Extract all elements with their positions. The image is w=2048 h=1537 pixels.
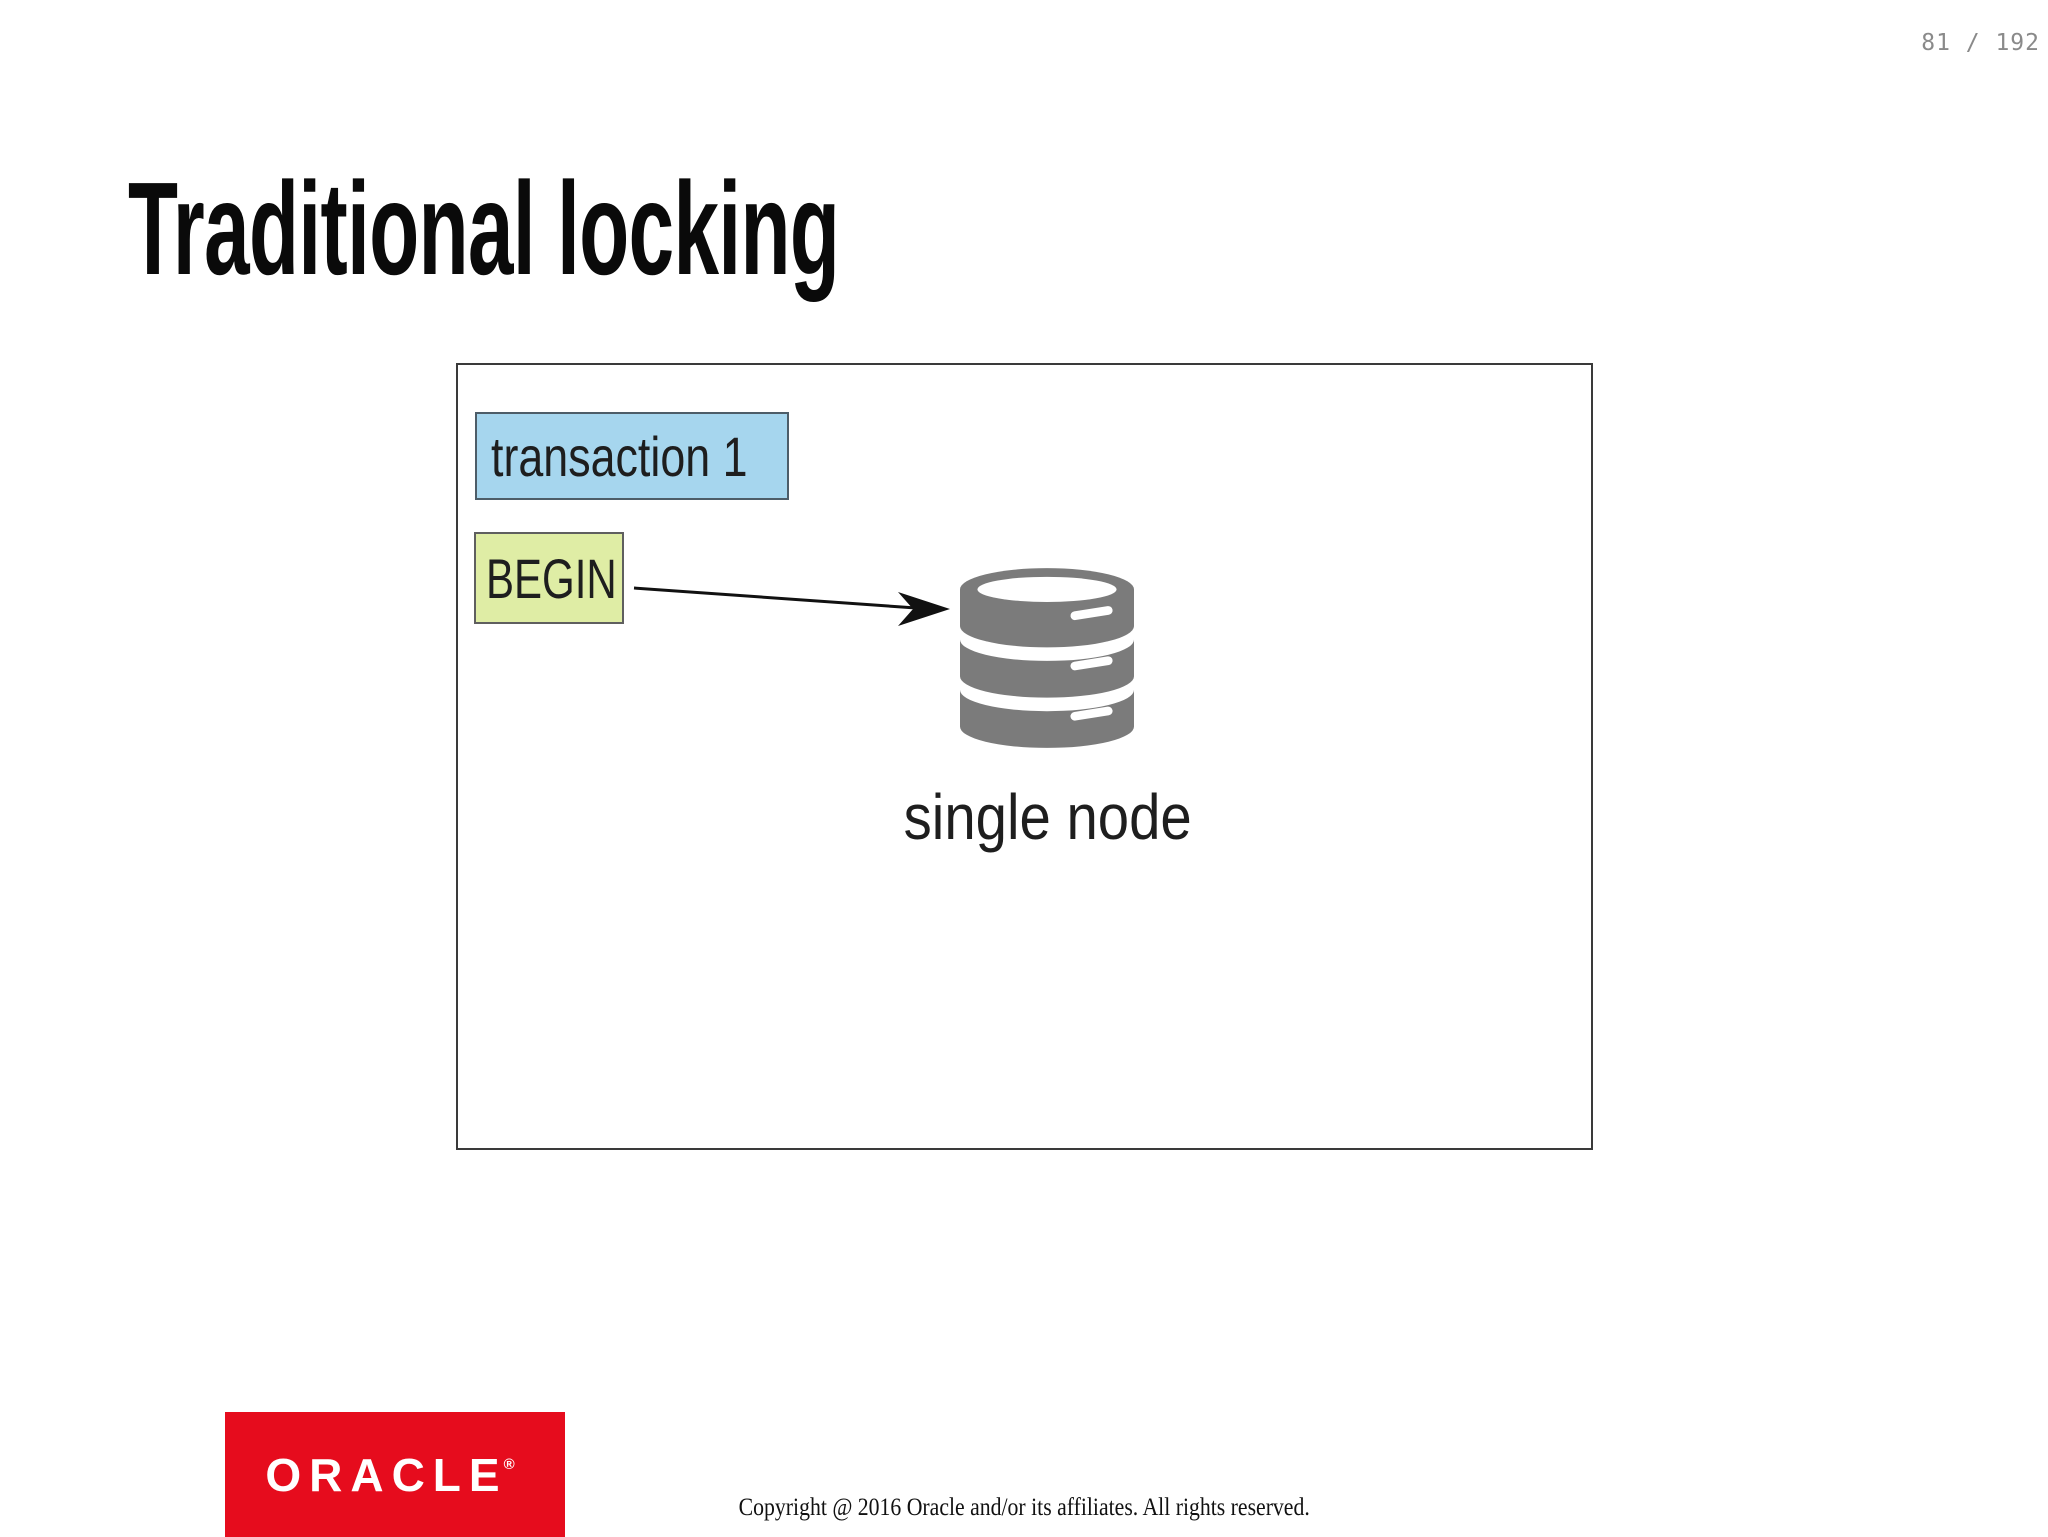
copyright-text: Copyright @ 2016 Oracle and/or its affil… <box>738 1494 1310 1521</box>
single-node-caption: single node <box>848 780 1248 854</box>
diagram-frame: transaction 1 BEGIN single node <box>456 363 1593 1150</box>
single-node-label: single node <box>903 781 1193 853</box>
transaction-1-box: transaction 1 <box>475 412 789 500</box>
registered-trademark-icon: ® <box>503 1455 515 1473</box>
oracle-wordmark: ORACLE® <box>265 1452 524 1498</box>
database-icon <box>960 568 1134 748</box>
transaction-1-label: transaction 1 <box>491 424 748 488</box>
arrow-right-icon <box>633 586 950 626</box>
slide-title: Traditional locking <box>128 155 840 302</box>
begin-label: BEGIN <box>486 546 617 610</box>
page-number: 81 / 192 <box>1921 30 2040 56</box>
begin-box: BEGIN <box>474 532 624 624</box>
oracle-wordmark-text: ORACLE <box>265 1448 508 1501</box>
oracle-logo: ORACLE® <box>225 1412 565 1537</box>
copyright-line: Copyright @ 2016 Oracle and/or its affil… <box>0 1494 2048 1522</box>
